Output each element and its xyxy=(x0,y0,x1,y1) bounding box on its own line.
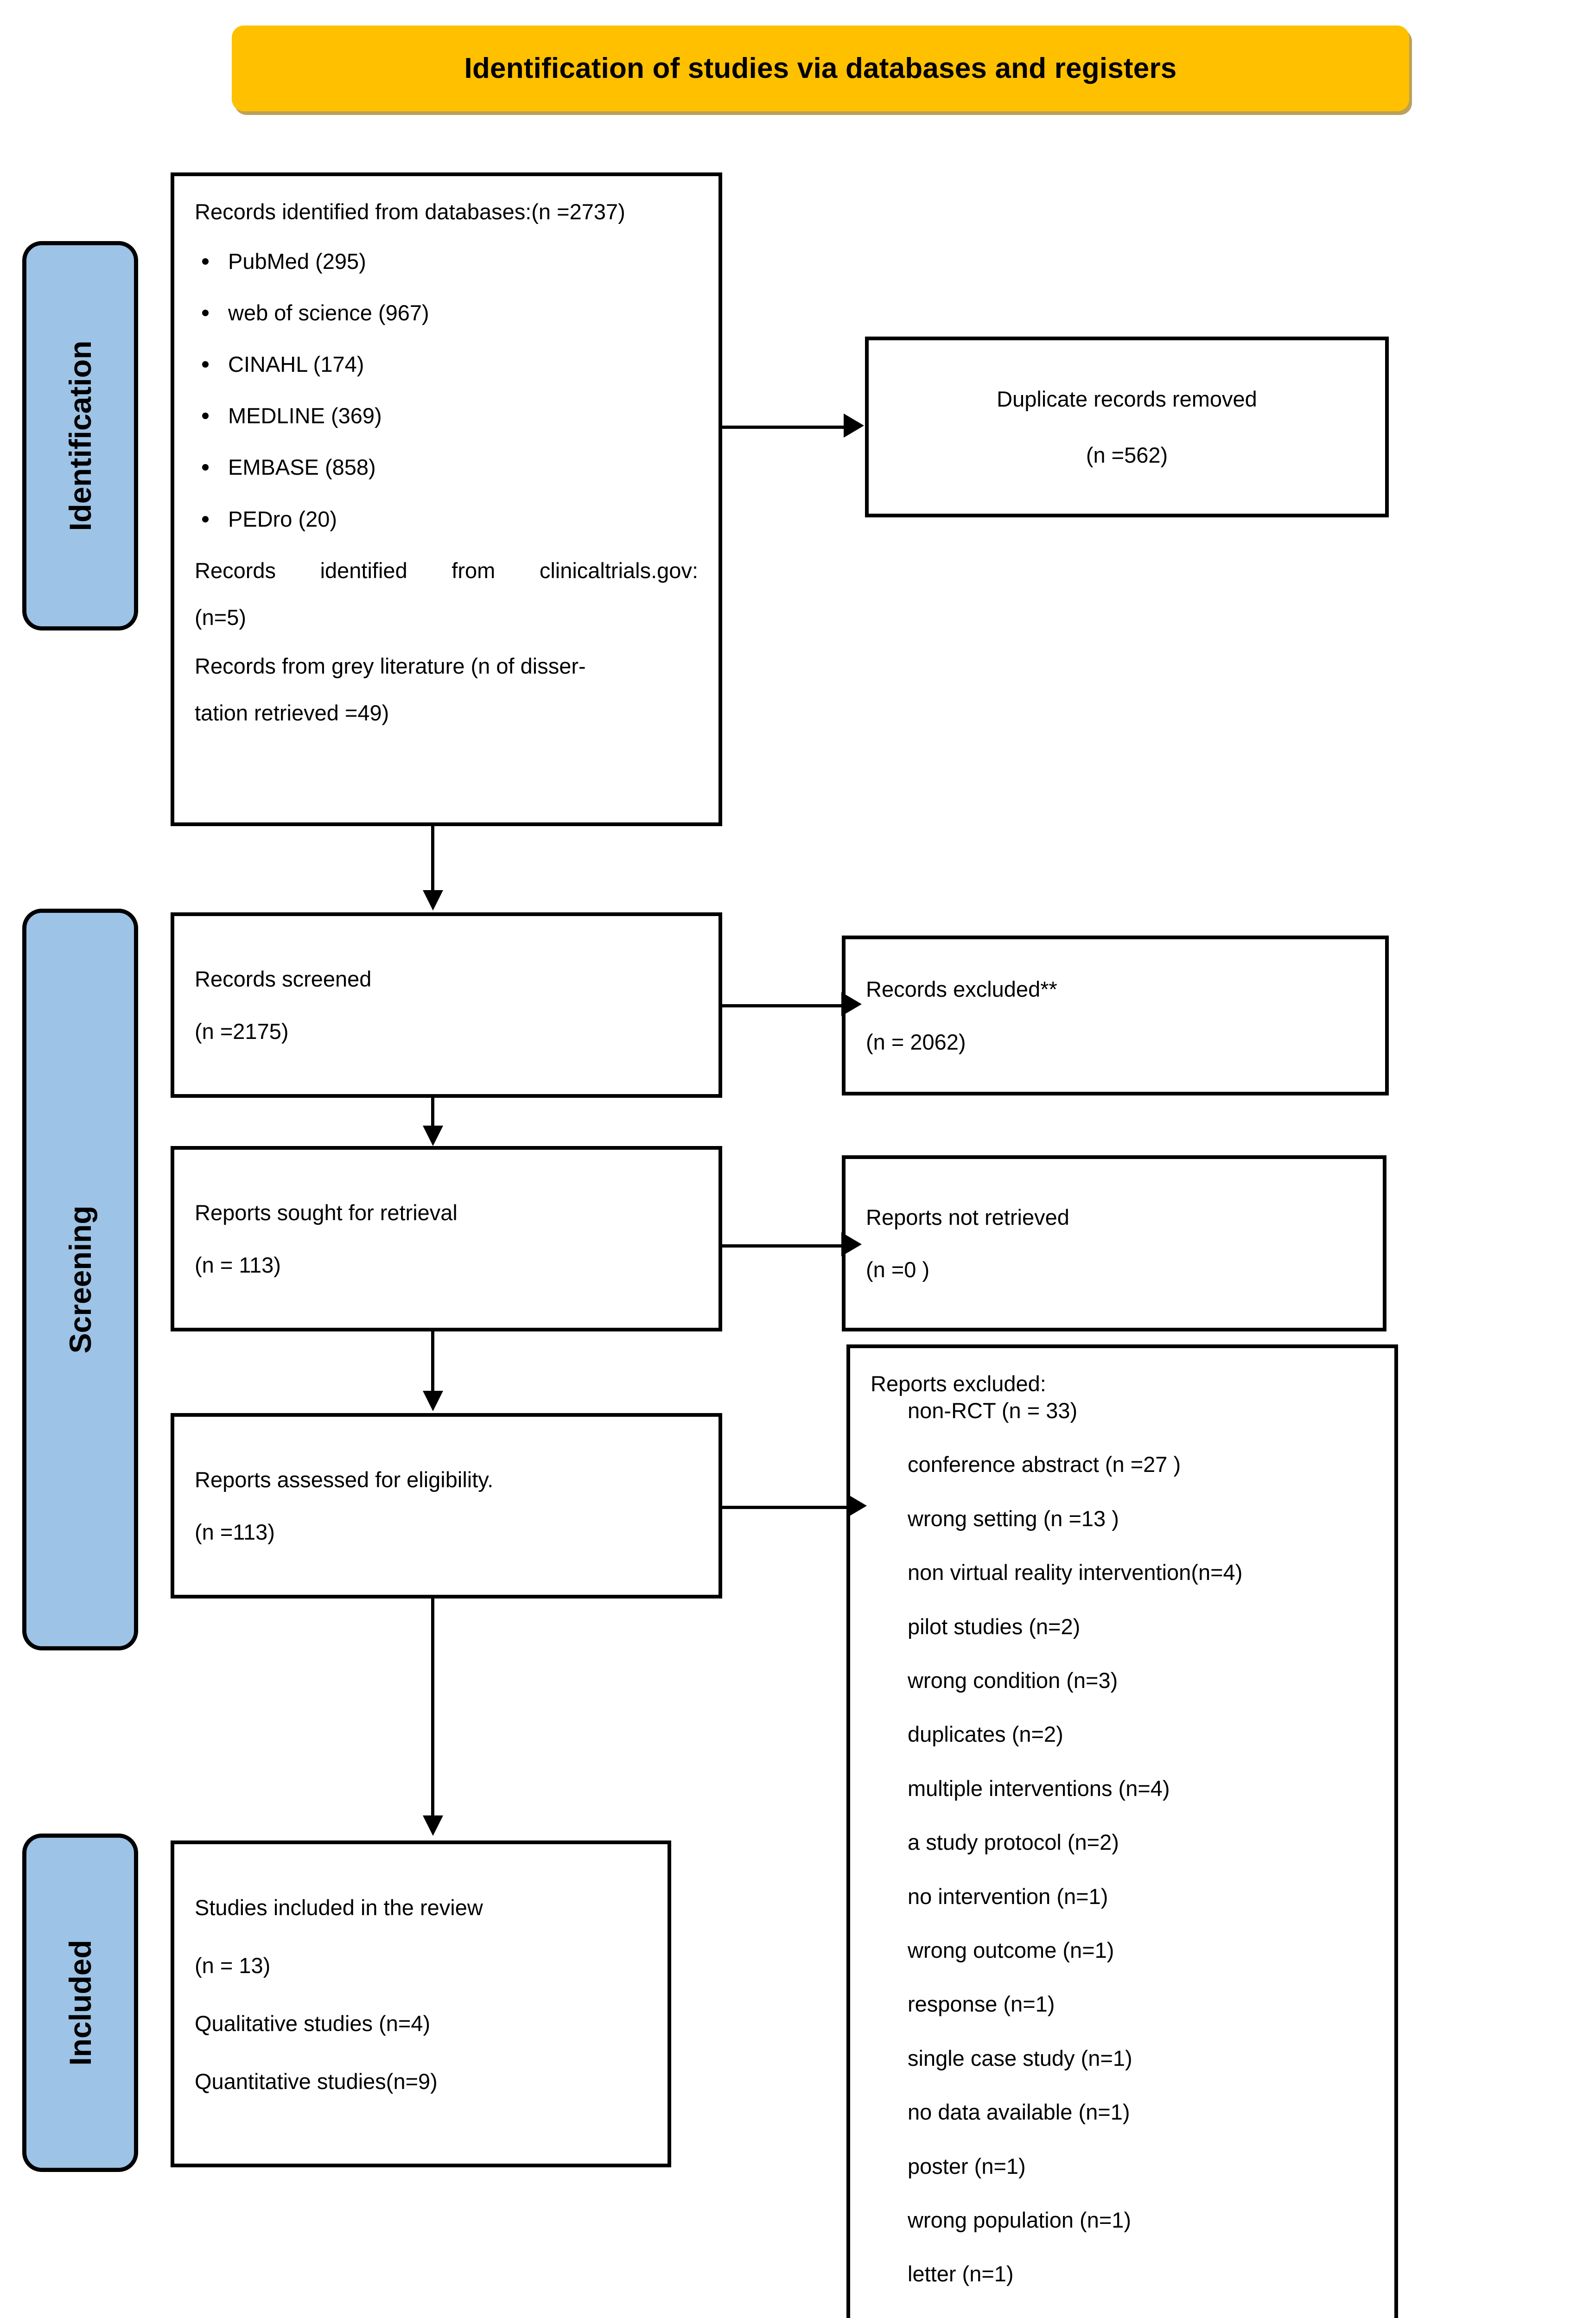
registers-line-2: (n=5) xyxy=(195,605,247,630)
list-item: EMBASE (858) xyxy=(195,453,698,481)
arrowhead-down xyxy=(423,890,443,911)
screened-line-2: (n =2175) xyxy=(195,1019,289,1044)
box-records-excluded: Records excluded** (n = 2062) xyxy=(842,936,1389,1095)
duplicates-line-2: (n =562) xyxy=(1086,443,1168,467)
list-item: pilot studies (n=2) xyxy=(908,1614,1081,1639)
assessed-line-1: Reports assessed for eligibility. xyxy=(195,1467,494,1492)
included-line-1: Studies included in the review xyxy=(195,1895,483,1920)
sought-line-2: (n = 113) xyxy=(195,1253,281,1277)
list-item: wrong outcome (n=1) xyxy=(908,1938,1114,1962)
list-item: letter (n=1) xyxy=(908,2261,1014,2286)
list-item: MEDLINE (369) xyxy=(195,401,698,430)
not-retrieved-line-1: Reports not retrieved xyxy=(866,1204,1069,1229)
stage-identification: Identification xyxy=(22,241,138,630)
not-retrieved-line-2: (n =0 ) xyxy=(866,1257,930,1282)
included-line-3: Qualitative studies (n=4) xyxy=(195,2011,431,2036)
records-excluded-line-1: Records excluded** xyxy=(866,977,1057,1002)
stage-included-label: Included xyxy=(63,1940,97,2066)
list-item: non virtual reality intervention(n=4) xyxy=(908,1560,1243,1585)
included-line-4: Quantitative studies(n=9) xyxy=(195,2069,438,2094)
list-item: conference abstract (n =27 ) xyxy=(908,1452,1181,1477)
connector-screened-to-excluded xyxy=(722,1004,843,1007)
assessed-line-2: (n =113) xyxy=(195,1520,275,1544)
list-item: poster (n=1) xyxy=(908,2153,1026,2178)
list-item: PEDro (20) xyxy=(195,505,698,533)
connector-screened-to-sought xyxy=(431,1098,434,1127)
screened-line-1: Records screened xyxy=(195,966,372,991)
list-item: web of science (967) xyxy=(195,299,698,327)
list-item: wrong condition (n=3) xyxy=(908,1668,1118,1693)
records-identified-heading: Records identified from databases:(n =27… xyxy=(195,199,625,224)
reports-excluded-reason-list: non-RCT (n = 33) conference abstract (n … xyxy=(871,1398,1374,2318)
arrowhead-right xyxy=(844,414,864,438)
arrowhead-down xyxy=(423,1391,443,1411)
arrowhead-down xyxy=(423,1815,443,1836)
list-item: non-RCT (n = 33) xyxy=(908,1398,1078,1423)
list-item: wrong setting (n =13 ) xyxy=(908,1506,1119,1531)
box-records-identified: Records identified from databases:(n =27… xyxy=(171,172,722,826)
connector-identified-to-duplicates xyxy=(722,426,845,429)
connector-identified-to-screened xyxy=(431,826,434,892)
grey-literature-line-1: Records from grey literature (n of disse… xyxy=(195,653,586,678)
box-reports-excluded-reasons: Reports excluded: non-RCT (n = 33) confe… xyxy=(846,1344,1398,2318)
header-banner: Identification of studies via databases … xyxy=(232,25,1409,111)
list-item: a study protocol (n=2) xyxy=(908,1830,1119,1855)
box-reports-sought-for-retrieval: Reports sought for retrieval (n = 113) xyxy=(171,1146,722,1331)
sought-line-1: Reports sought for retrieval xyxy=(195,1200,458,1225)
arrowhead-right xyxy=(841,992,862,1016)
stage-screening-label: Screening xyxy=(63,1205,97,1354)
box-reports-assessed-for-eligibility: Reports assessed for eligibility. (n =11… xyxy=(171,1413,722,1598)
grey-literature-line-2: tation retrieved =49) xyxy=(195,700,389,725)
box-reports-not-retrieved: Reports not retrieved (n =0 ) xyxy=(842,1155,1386,1331)
stage-included: Included xyxy=(22,1834,138,2172)
arrowhead-down xyxy=(423,1126,443,1146)
list-item: duplicates (n=2) xyxy=(908,1722,1063,1747)
arrowhead-right xyxy=(846,1494,867,1518)
list-item: multiple interventions (n=4) xyxy=(908,1776,1170,1801)
connector-assessed-to-included xyxy=(431,1598,434,1816)
box-records-screened: Records screened (n =2175) xyxy=(171,912,722,1098)
list-item: single case study (n=1) xyxy=(908,2045,1132,2070)
box-duplicate-records-removed: Duplicate records removed (n =562) xyxy=(865,337,1389,517)
list-item: wrong study design (n=1) xyxy=(908,2315,1374,2318)
box-studies-included: Studies included in the review (n = 13) … xyxy=(171,1840,671,2167)
database-list: PubMed (295) web of science (967) CINAHL… xyxy=(195,247,698,533)
connector-sought-to-assessed xyxy=(431,1331,434,1392)
list-item: no intervention (n=1) xyxy=(908,1884,1108,1909)
list-item: response (n=1) xyxy=(908,1992,1055,2017)
included-line-2: (n = 13) xyxy=(195,1953,271,1978)
connector-sought-to-not-retrieved xyxy=(722,1244,843,1248)
arrowhead-right xyxy=(841,1232,862,1256)
list-item: CINAHL (174) xyxy=(195,350,698,378)
list-item: wrong population (n=1) xyxy=(908,2207,1132,2232)
registers-line-1: Records identified from clinicaltrials.g… xyxy=(195,558,698,583)
reports-excluded-heading: Reports excluded: xyxy=(871,1371,1046,1396)
stage-screening: Screening xyxy=(22,909,138,1650)
duplicates-line-1: Duplicate records removed xyxy=(997,386,1257,411)
page-title: Identification of studies via databases … xyxy=(464,52,1177,84)
connector-assessed-to-reports-excluded xyxy=(722,1506,848,1509)
stage-identification-label: Identification xyxy=(63,340,97,531)
list-item: no data available (n=1) xyxy=(908,2100,1130,2125)
list-item: PubMed (295) xyxy=(195,247,698,275)
records-excluded-line-2: (n = 2062) xyxy=(866,1029,966,1054)
